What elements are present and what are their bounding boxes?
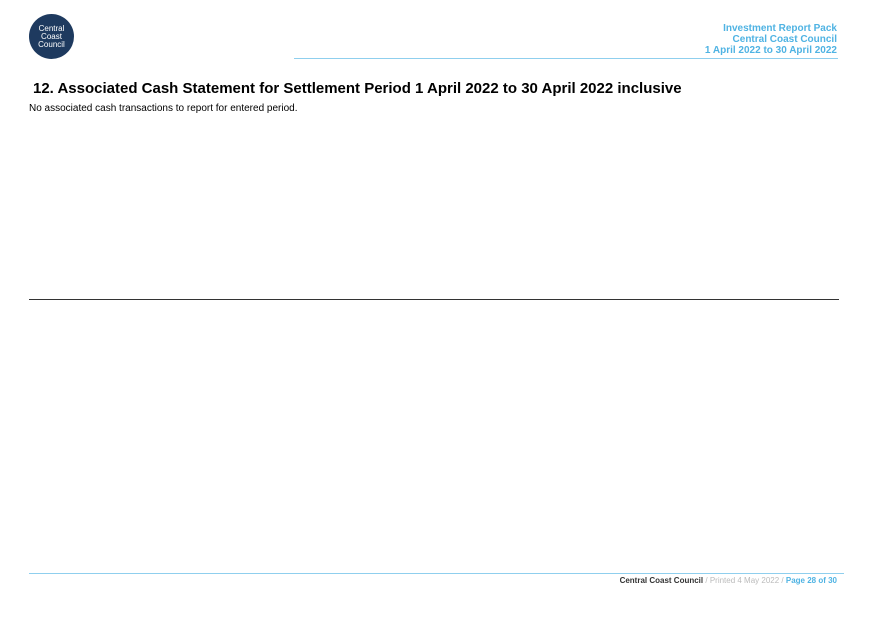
- header-divider: [294, 58, 838, 59]
- content-divider: [29, 299, 839, 300]
- council-logo: Central Coast Council: [29, 14, 74, 59]
- report-organisation: Central Coast Council: [732, 34, 837, 45]
- section-title: 12. Associated Cash Statement for Settle…: [33, 80, 682, 97]
- page-footer: Central Coast Council / Printed 4 May 20…: [620, 576, 837, 585]
- report-title: Investment Report Pack: [723, 23, 837, 34]
- footer-divider: [29, 573, 844, 574]
- footer-separator: /: [779, 576, 786, 585]
- section-note: No associated cash transactions to repor…: [29, 103, 298, 114]
- logo-text-line1: Central: [38, 23, 65, 33]
- logo-text-line3: Council: [38, 39, 65, 49]
- footer-separator: /: [703, 576, 710, 585]
- footer-organisation: Central Coast Council: [619, 576, 704, 585]
- logo-text-line2: Coast: [41, 31, 62, 41]
- report-period: 1 April 2022 to 30 April 2022: [704, 45, 837, 56]
- footer-printed-date: Printed 4 May 2022: [709, 576, 780, 585]
- report-header: Investment Report Pack Central Coast Cou…: [705, 23, 837, 56]
- footer-page-number: Page 28 of 30: [785, 576, 837, 585]
